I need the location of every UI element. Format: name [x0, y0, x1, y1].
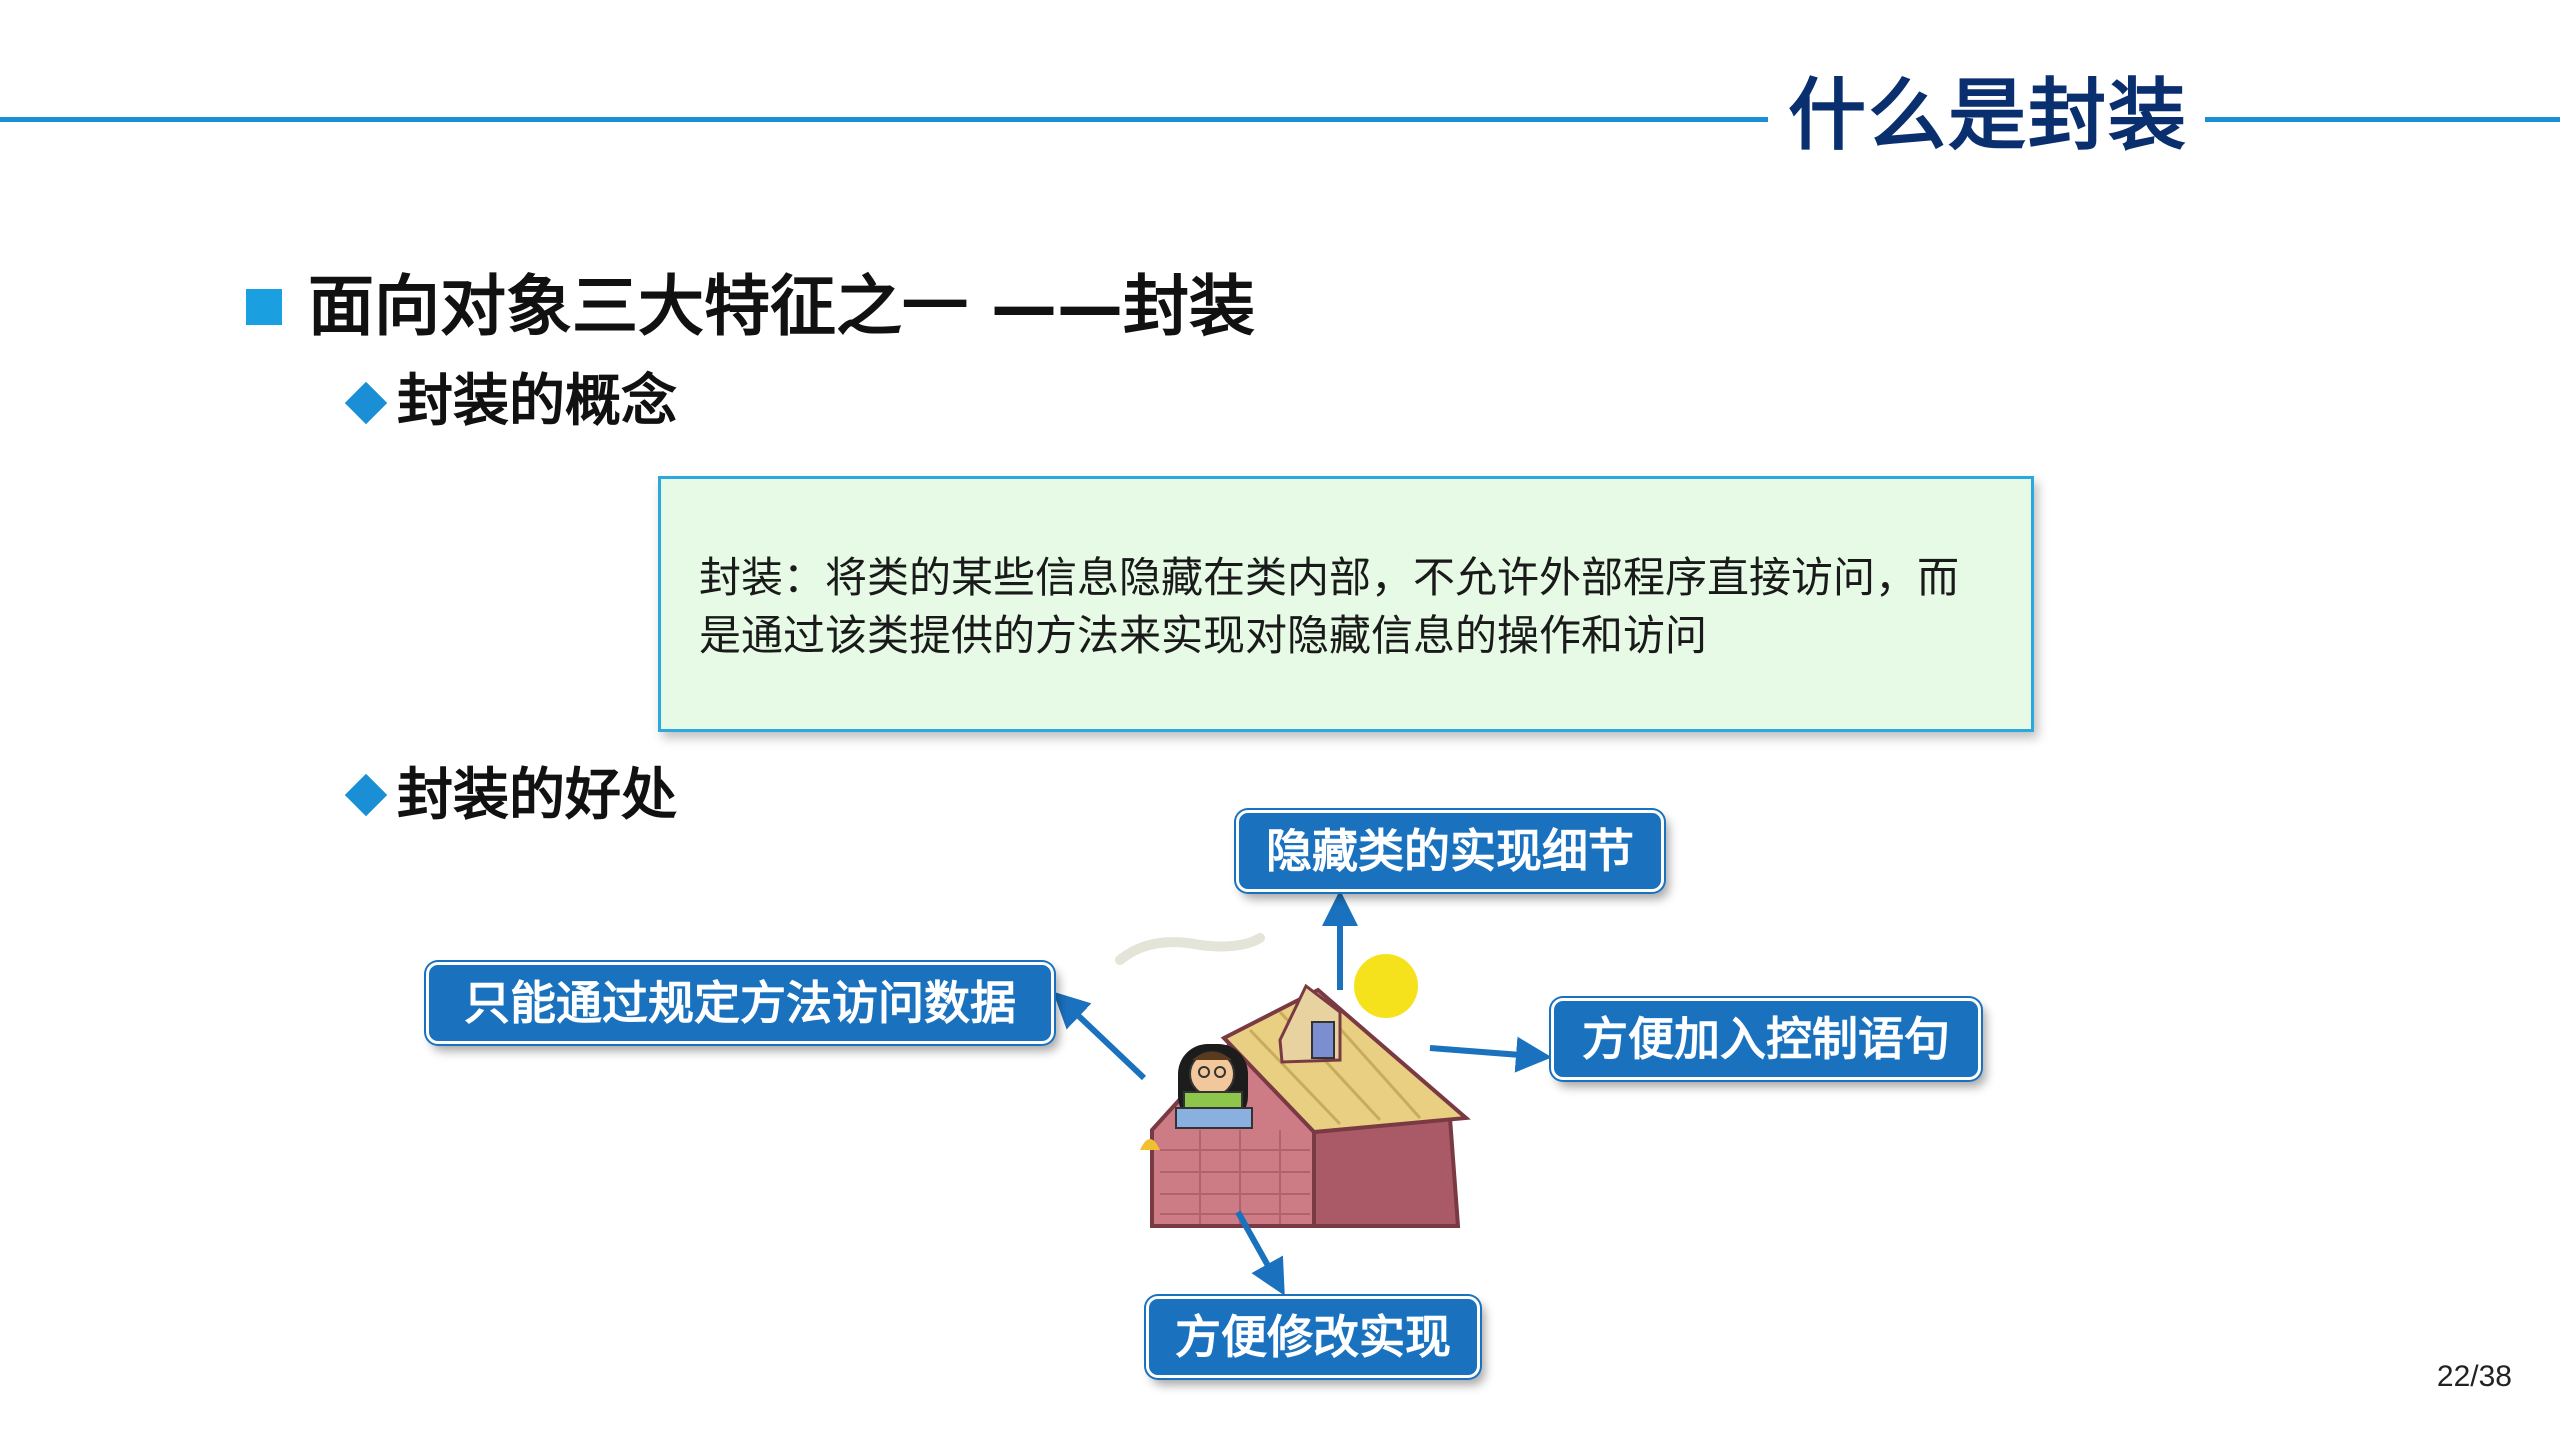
header-rule-left — [0, 117, 1768, 122]
diamond-bullet-icon — [344, 381, 388, 425]
page-number: 22/38 — [2436, 1360, 2512, 1393]
main-heading: 面向对象三大特征之一 ——封装 — [308, 268, 1255, 345]
section-heading-benefits: 封装的好处 — [397, 763, 677, 828]
header-rule-right — [2205, 117, 2560, 122]
benefit-easy-modify: 方便修改实现 — [1146, 1296, 1480, 1378]
section-heading-concept: 封装的概念 — [397, 369, 677, 434]
diamond-bullet-icon — [344, 773, 388, 817]
benefit-access-via-methods: 只能通过规定方法访问数据 — [426, 962, 1054, 1044]
definition-box: 封装：将类的某些信息隐藏在类内部，不允许外部程序直接访问，而是通过该类提供的方法… — [658, 476, 2034, 732]
sun-icon — [1354, 954, 1418, 1018]
benefit-hide-details: 隐藏类的实现细节 — [1236, 810, 1664, 892]
arrow-icon — [1235, 1210, 1285, 1296]
square-bullet-icon — [246, 289, 282, 325]
house-with-person-icon — [1115, 933, 1471, 1228]
benefit-control-statements: 方便加入控制语句 — [1551, 998, 1981, 1080]
slide-title: 什么是封装 — [1787, 71, 2188, 161]
arrow-icon — [1052, 991, 1147, 1081]
definition-text: 封装：将类的某些信息隐藏在类内部，不允许外部程序直接访问，而是通过该类提供的方法… — [699, 553, 1960, 660]
arrow-icon — [1429, 1036, 1552, 1073]
